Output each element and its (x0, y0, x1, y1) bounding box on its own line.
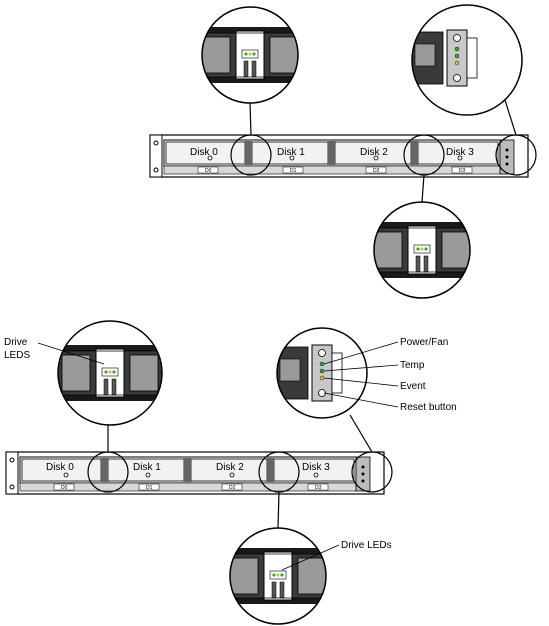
zoom-top-system-status (411, 4, 523, 116)
top-bay-tag-3: D3 (459, 168, 466, 174)
callout-power-fan-label: Power/Fan (400, 337, 448, 348)
bottom-disk2-label: Disk 2 (216, 462, 244, 473)
top-bay-tag-2: D2 (373, 168, 380, 174)
callout-drive-leds-bottom-label: Drive LEDs (341, 540, 392, 551)
top-disk0-label: Disk 0 (190, 147, 218, 158)
callout-drive-leds-left-line2: LEDS (4, 350, 30, 361)
zoom-top-disk0-leds (201, 6, 299, 104)
bottom-disk3-label: Disk 3 (302, 462, 330, 473)
bottom-bay-tag-3: D3 (315, 485, 322, 491)
zoom-bottom-system-status (276, 327, 368, 419)
callout-event-label: Event (400, 381, 426, 392)
top-disk1-label: Disk 1 (277, 147, 305, 158)
callout-drive-leds-bottom: Drive LEDs (281, 540, 392, 571)
callout-temp: Temp (323, 360, 425, 372)
top-disk2-label: Disk 2 (360, 147, 388, 158)
zoom-bottom-disk0-leds (57, 320, 163, 426)
callout-temp-label: Temp (400, 360, 425, 371)
callout-event: Event (323, 377, 426, 392)
bottom-bay-tag-2: D2 (229, 485, 236, 491)
top-bay-tag-1: D1 (290, 168, 297, 174)
bottom-disk1-label: Disk 1 (133, 462, 161, 473)
top-bay-tag-0: D0 (205, 168, 212, 174)
bottom-bay-tag-0: D0 (61, 485, 68, 491)
callout-power-fan: Power/Fan (323, 337, 448, 365)
bottom-disk0-label: Disk 0 (46, 462, 74, 473)
callout-drive-leds-left: Drive LEDS (4, 337, 105, 365)
callout-drive-leds-left-line1: Drive (4, 337, 28, 348)
server-bottom: Disk 0 Disk 1 Disk 2 Disk 3 D0 D1 D2 D3 (5, 451, 393, 495)
callout-reset-button-label: Reset button (400, 402, 457, 413)
bottom-bay-tag-1: D1 (146, 485, 153, 491)
zoom-top-disk2-leds (373, 201, 471, 299)
callout-reset-button: Reset button (323, 392, 457, 413)
server-top: Disk 0 Disk 1 Disk 2 Disk 3 D0 D1 D2 D3 (149, 134, 537, 178)
top-disk3-label: Disk 3 (446, 147, 474, 158)
zoom-bottom-disk2-leds (229, 527, 327, 625)
